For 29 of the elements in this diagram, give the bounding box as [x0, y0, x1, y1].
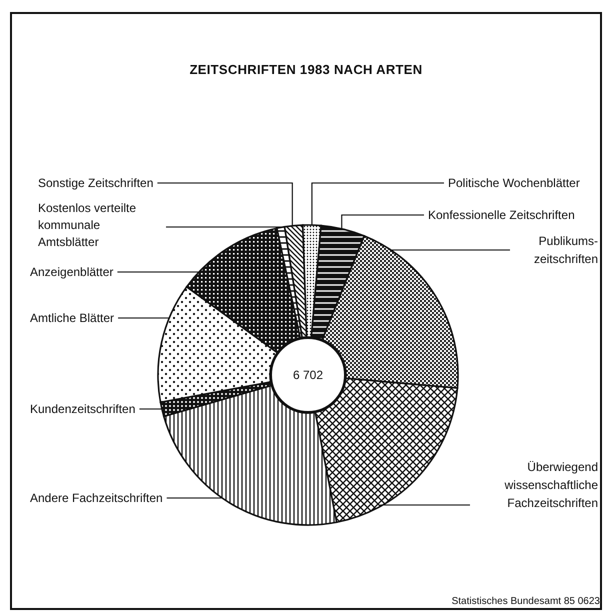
category-label: Kundenzeitschriften	[30, 401, 136, 417]
leader-line	[341, 214, 424, 229]
pie-slice	[157, 286, 278, 404]
leader-line	[157, 182, 293, 226]
category-label: Anzeigenblätter	[30, 264, 114, 280]
pie-slice	[163, 384, 338, 526]
leader-line	[139, 408, 162, 410]
pie-slice	[321, 235, 459, 389]
category-label: Kostenlos verteilte kommunale Amtsblätter	[38, 200, 162, 251]
category-label: Überwiegend wissenschaftliche Fachzeitschriften	[474, 458, 598, 512]
leader-line	[117, 271, 200, 273]
leader-line	[166, 226, 282, 228]
chart-title: ZEITSCHRIFTEN 1983 NACH ARTEN	[188, 62, 424, 77]
leader-line	[311, 182, 444, 226]
leader-line	[380, 504, 470, 506]
category-label: Sonstige Zeitschriften	[38, 175, 154, 191]
pie-slice	[310, 224, 365, 341]
leader-line	[166, 497, 223, 499]
leader-line	[390, 249, 510, 251]
pie-slice	[314, 378, 458, 524]
pie-slice	[186, 227, 301, 354]
leader-line	[118, 317, 170, 320]
category-label: Politische Wochenblätter	[448, 175, 580, 191]
source-note: Statistisches Bundesamt 85 0623	[452, 596, 600, 607]
total-value: 6 702	[292, 368, 324, 382]
category-label: Amtliche Blätter	[30, 310, 114, 326]
category-label: Publikums- zeitschriften	[514, 232, 598, 268]
category-label: Konfessionelle Zeitschriften	[428, 207, 575, 223]
category-label: Andere Fachzeitschriften	[30, 490, 163, 506]
